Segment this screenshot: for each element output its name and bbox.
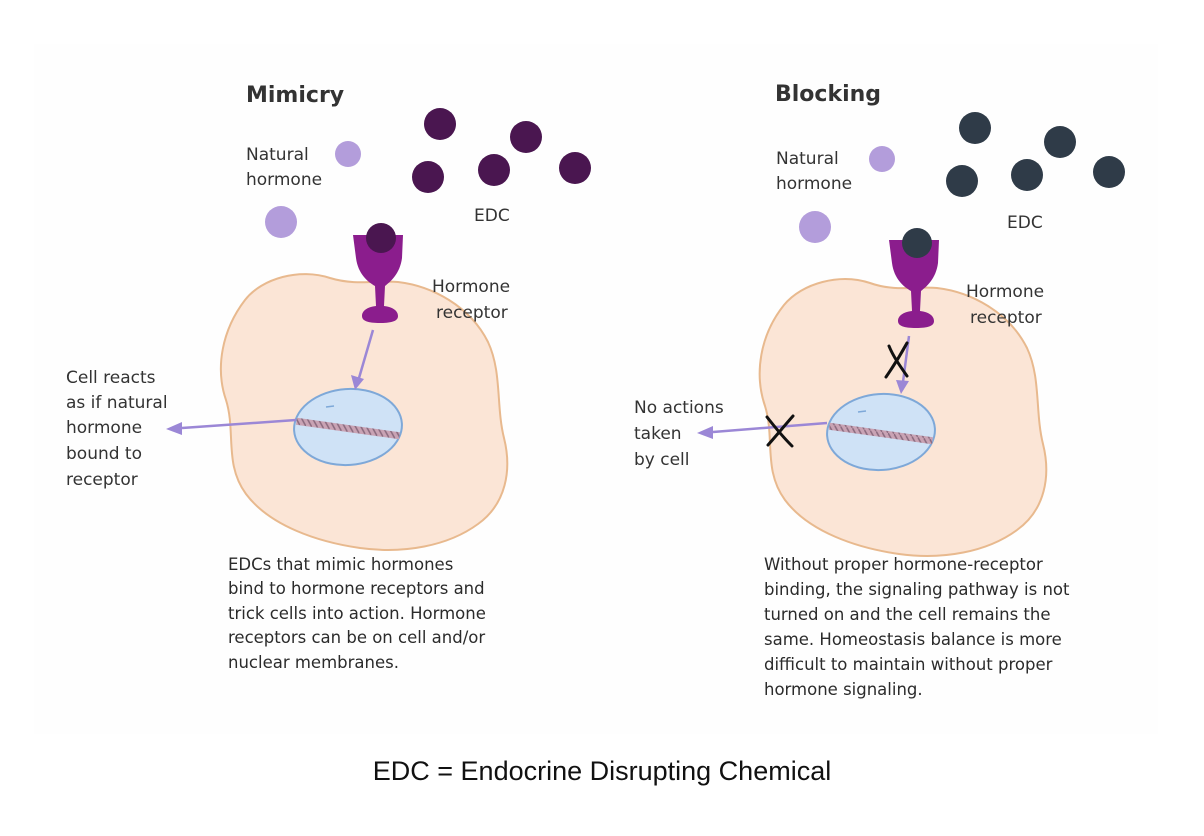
blocking-edc-label: EDC bbox=[1007, 213, 1043, 233]
edc-dot bbox=[1093, 156, 1125, 188]
mimicry-signal-arrow bbox=[357, 329, 375, 379]
natural-hormone-dot bbox=[799, 211, 831, 243]
mimicry-edc-label: EDC bbox=[474, 206, 510, 226]
caption: EDC = Endocrine Disrupting Chemical bbox=[372, 756, 832, 786]
edc-bound-dot bbox=[902, 228, 932, 258]
edc-dot bbox=[1011, 159, 1043, 191]
blocking-receptor-label: Hormone receptor bbox=[966, 282, 1049, 328]
blocking-title: Blocking bbox=[775, 82, 881, 107]
edc-dot bbox=[412, 161, 444, 193]
edc-bound-dot bbox=[366, 223, 396, 253]
natural-hormone-dot bbox=[869, 146, 895, 172]
edc-dot bbox=[1044, 126, 1076, 158]
mimicry-hormone-receptor bbox=[353, 235, 403, 323]
blocked-outcome-x-mark bbox=[765, 414, 795, 448]
blocking-panel: Blocking Natural hormone EDC Hormone rec… bbox=[634, 82, 1125, 699]
natural-hormone-dot bbox=[265, 206, 297, 238]
blocking-outcome-label: No actions taken by cell bbox=[634, 398, 729, 470]
natural-hormone-dot bbox=[335, 141, 361, 167]
mimicry-panel: Mimicry Natural hormone EDC Hormone rece… bbox=[66, 83, 591, 672]
edc-dot bbox=[959, 112, 991, 144]
edc-dot bbox=[478, 154, 510, 186]
blocking-outcome-arrow bbox=[712, 421, 828, 434]
mimicry-outcome-label: Cell reacts as if natural hormone bound … bbox=[66, 368, 173, 490]
edc-dot bbox=[559, 152, 591, 184]
blocking-signal-arrowhead bbox=[896, 380, 909, 394]
mimicry-title: Mimicry bbox=[246, 83, 344, 108]
mimicry-dna-strand bbox=[295, 417, 400, 440]
mimicry-signal-arrowhead bbox=[351, 375, 364, 390]
nucleus-mark bbox=[325, 405, 335, 408]
blocking-hormone-receptor bbox=[889, 240, 939, 328]
blocking-natural-hormone-label: Natural hormone bbox=[776, 149, 852, 194]
blocked-signal-x-mark bbox=[884, 341, 909, 379]
mimicry-receptor-label: Hormone receptor bbox=[432, 277, 515, 323]
edc-dot bbox=[424, 108, 456, 140]
mimicry-outcome-arrowhead bbox=[166, 422, 182, 435]
blocking-outcome-arrowhead bbox=[697, 426, 713, 439]
mimicry-description: EDCs that mimic hormones bind to hormone… bbox=[228, 555, 491, 672]
mimicry-outcome-arrow bbox=[181, 418, 297, 430]
mimicry-natural-hormone-label: Natural hormone bbox=[246, 145, 322, 190]
nucleus-mark bbox=[857, 410, 867, 413]
edc-dot bbox=[946, 165, 978, 197]
blocking-description: Without proper hormone-receptor binding,… bbox=[764, 555, 1075, 699]
edc-dot bbox=[510, 121, 542, 153]
blocking-dna-strand bbox=[828, 422, 933, 445]
